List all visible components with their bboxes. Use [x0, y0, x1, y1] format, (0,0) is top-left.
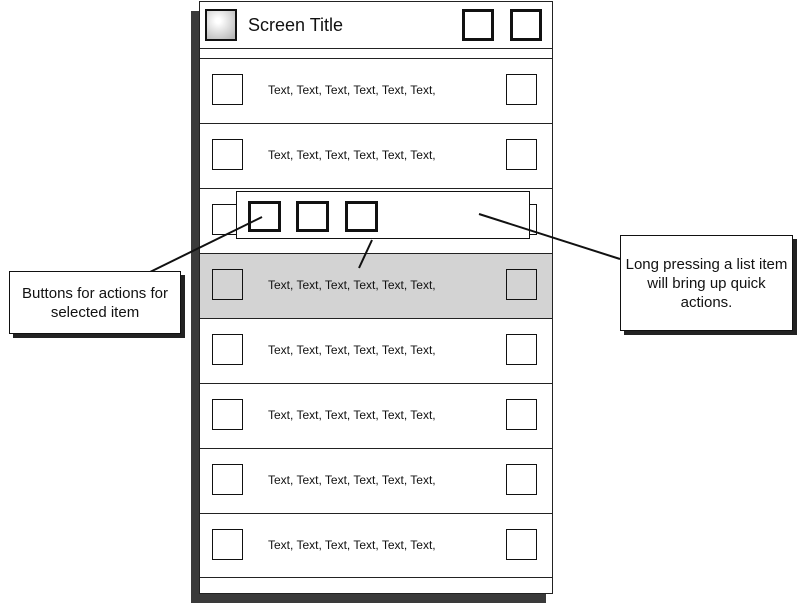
action-button-2[interactable] [510, 9, 542, 41]
item-thumbnail [212, 529, 243, 560]
item-thumbnail [212, 139, 243, 170]
callout-long-press: Long pressing a list item will bring up … [620, 235, 793, 331]
quick-action-button-2[interactable] [296, 201, 329, 232]
item-action-button[interactable] [506, 529, 537, 560]
phone-frame: Screen Title Text, Text, Text, Text, Tex… [199, 1, 553, 594]
item-text: Text, Text, Text, Text, Text, Text, [268, 148, 436, 162]
action-button-1[interactable] [462, 9, 494, 41]
callout-right-text: Long pressing a list item will bring up … [625, 255, 788, 311]
callout-action-buttons: Buttons for actions for selected item [9, 271, 181, 334]
list-item[interactable]: Text, Text, Text, Text, Text, Text, [200, 448, 552, 513]
quick-actions-bar [236, 191, 530, 239]
item-action-button[interactable] [506, 139, 537, 170]
list-item[interactable]: Text, Text, Text, Text, Text, Text, [200, 123, 552, 188]
list-item[interactable]: Text, Text, Text, Text, Text, Text, [200, 383, 552, 448]
quick-action-button-1[interactable] [248, 201, 281, 232]
title-bar: Screen Title [200, 2, 552, 49]
item-thumbnail [212, 464, 243, 495]
item-text: Text, Text, Text, Text, Text, Text, [268, 538, 436, 552]
item-text: Text, Text, Text, Text, Text, Text, [268, 343, 436, 357]
item-text: Text, Text, Text, Text, Text, Text, [268, 83, 436, 97]
app-icon[interactable] [205, 9, 237, 41]
item-list: Text, Text, Text, Text, Text, Text, Text… [200, 58, 552, 578]
callout-left-text: Buttons for actions for selected item [22, 284, 168, 321]
item-action-button[interactable] [506, 74, 537, 105]
list-item[interactable]: Text, Text, Text, Text, Text, Text, [200, 513, 552, 578]
item-text: Text, Text, Text, Text, Text, Text, [268, 278, 436, 292]
screen-title: Screen Title [248, 15, 344, 35]
list-item[interactable]: Text, Text, Text, Text, Text, Text, [200, 58, 552, 123]
item-action-button[interactable] [506, 269, 537, 300]
list-item-selected[interactable]: Text, Text, Text, Text, Text, Text, [200, 253, 552, 318]
item-thumbnail [212, 399, 243, 430]
item-action-button[interactable] [506, 464, 537, 495]
item-action-button[interactable] [506, 399, 537, 430]
quick-action-button-3[interactable] [345, 201, 378, 232]
item-thumbnail [212, 269, 243, 300]
item-action-button[interactable] [506, 334, 537, 365]
item-text: Text, Text, Text, Text, Text, Text, [268, 473, 436, 487]
item-text: Text, Text, Text, Text, Text, Text, [268, 408, 436, 422]
list-item[interactable]: Text, Text, Text, Text, Text, Text, [200, 318, 552, 383]
item-thumbnail [212, 334, 243, 365]
item-thumbnail [212, 74, 243, 105]
